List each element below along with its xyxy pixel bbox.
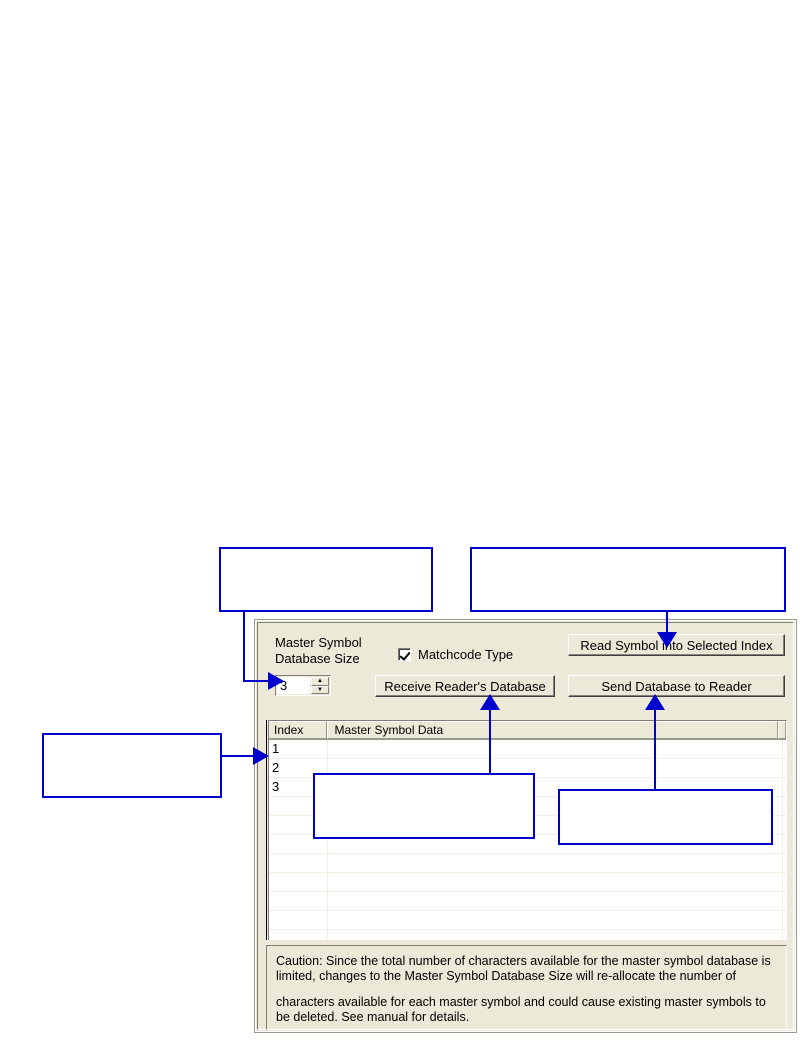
row-extra-cell (783, 911, 786, 929)
row-extra-cell (783, 930, 786, 939)
row-extra-cell (783, 873, 786, 891)
caution-text-box: Caution: Since the total number of chara… (266, 945, 787, 1030)
callout-send-database-connector (654, 708, 656, 790)
callout-receive-database-connector (489, 708, 491, 774)
grid-header-master-symbol-data[interactable]: Master Symbol Data (327, 721, 778, 739)
callout-send-database (558, 789, 773, 845)
spinner-down-icon[interactable]: ▼ (311, 685, 329, 694)
callout-database-size-connector-v (243, 612, 245, 682)
callout-send-database-arrow (645, 694, 665, 710)
row-extra-cell (783, 797, 786, 815)
row-index-cell[interactable] (267, 892, 328, 910)
checkbox-checked-icon[interactable] (398, 648, 411, 661)
row-master-symbol-data-cell[interactable] (328, 740, 783, 758)
callout-read-symbol-arrow (657, 632, 677, 648)
callout-read-symbol (470, 547, 786, 612)
callout-database-size (219, 547, 433, 612)
row-index-cell[interactable] (267, 930, 328, 939)
grid-header-extra[interactable] (778, 721, 786, 739)
row-extra-cell (783, 854, 786, 872)
table-row[interactable] (267, 835, 786, 854)
row-extra-cell (783, 835, 786, 853)
caution-paragraph-2: characters available for each master sym… (276, 995, 766, 1024)
table-row[interactable]: 1 (267, 740, 786, 759)
grid-left-gutter (266, 720, 269, 940)
row-extra-cell (783, 892, 786, 910)
row-master-symbol-data-cell[interactable] (328, 930, 783, 939)
database-size-spinner[interactable]: 3 ▲ ▼ (275, 675, 331, 696)
row-master-symbol-data-cell[interactable] (328, 797, 783, 815)
callout-receive-database-arrow (480, 694, 500, 710)
callout-index-row-connector (222, 755, 256, 757)
callout-index-row (42, 733, 222, 798)
table-row[interactable] (267, 911, 786, 930)
row-index-cell[interactable]: 2 (267, 759, 328, 777)
callout-database-size-arrow (268, 672, 284, 690)
grid-header-index[interactable]: Index (267, 721, 328, 739)
callout-read-symbol-connector (666, 612, 668, 635)
row-index-cell[interactable] (267, 911, 328, 929)
master-symbol-database-size-label-line2: Database Size (275, 651, 360, 666)
caution-paragraph-1: Caution: Since the total number of chara… (276, 954, 771, 983)
matchcode-type-label: Matchcode Type (418, 647, 514, 662)
table-row[interactable] (267, 892, 786, 911)
grid-header-row: Index Master Symbol Data (267, 721, 786, 740)
row-master-symbol-data-cell[interactable] (328, 778, 783, 796)
table-row[interactable] (267, 854, 786, 873)
row-extra-cell (783, 816, 786, 834)
row-master-symbol-data-cell[interactable] (328, 911, 783, 929)
row-master-symbol-data-cell[interactable] (328, 759, 783, 777)
row-master-symbol-data-cell[interactable] (328, 854, 783, 872)
row-master-symbol-data-cell[interactable] (328, 892, 783, 910)
row-master-symbol-data-cell[interactable] (328, 873, 783, 891)
database-size-spinner-buttons[interactable]: ▲ ▼ (311, 677, 329, 694)
row-index-cell[interactable] (267, 835, 328, 853)
callout-index-row-arrow (253, 747, 269, 765)
row-index-cell[interactable] (267, 854, 328, 872)
table-row[interactable] (267, 930, 786, 939)
row-master-symbol-data-cell[interactable] (328, 835, 783, 853)
master-symbol-database-size-label-line1: Master Symbol (275, 635, 362, 650)
callout-receive-database (313, 773, 535, 839)
receive-readers-database-button[interactable]: Receive Reader's Database (375, 675, 555, 697)
spinner-up-icon[interactable]: ▲ (311, 677, 329, 686)
row-master-symbol-data-cell[interactable] (328, 816, 783, 834)
matchcode-type-checkbox[interactable]: Matchcode Type (398, 647, 513, 662)
row-index-cell[interactable] (267, 873, 328, 891)
table-row[interactable] (267, 873, 786, 892)
row-extra-cell (783, 740, 786, 758)
send-database-to-reader-button[interactable]: Send Database to Reader (568, 675, 785, 697)
row-extra-cell (783, 778, 786, 796)
callout-database-size-connector-h (243, 680, 269, 682)
row-index-cell[interactable]: 1 (267, 740, 328, 758)
row-extra-cell (783, 759, 786, 777)
